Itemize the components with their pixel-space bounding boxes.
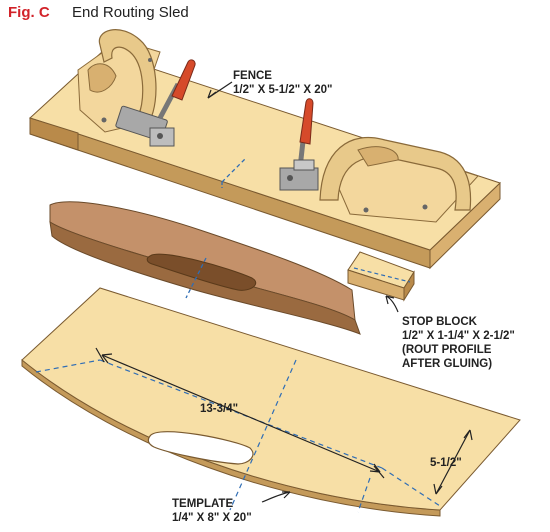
dim-length-label: 13-3/4" <box>200 403 238 415</box>
figure-name: End Routing Sled <box>72 4 189 21</box>
stop-block-label: STOP BLOCK <box>402 316 478 328</box>
template-top <box>21 287 521 511</box>
dim-width-line <box>435 429 471 495</box>
fence-notch <box>29 117 79 151</box>
curved-piece-slot <box>146 253 257 291</box>
right-handle-assembly <box>319 136 479 223</box>
curved-piece <box>49 201 361 335</box>
stop-block <box>347 251 415 302</box>
template-label: TEMPLATE <box>172 498 233 510</box>
dim-length-line <box>101 354 381 473</box>
stop-block-end <box>403 270 415 302</box>
dimension-lines <box>95 81 473 503</box>
left-clamp-handle <box>171 59 196 101</box>
fence-dims: 1/2" X 5-1/2" X 20" <box>233 84 332 96</box>
dim-width-label: 5-1/2" <box>430 457 462 469</box>
template-board <box>21 287 521 517</box>
figure-label: Fig. C <box>8 4 50 21</box>
template-slot <box>147 431 254 465</box>
stop-block-note-1: (ROUT PROFILE <box>402 344 492 356</box>
template-dims: 1/4" X 8" X 20" <box>172 512 252 524</box>
fence-label: FENCE <box>233 70 272 82</box>
left-handle-assembly <box>77 29 161 133</box>
labels: FENCE 1/2" X 5-1/2" X 20" STOP BLOCK 1/2… <box>172 70 515 524</box>
stop-block-dims: 1/2" X 1-1/4" X 2-1/2" <box>402 330 515 342</box>
stop-block-note-2: AFTER GLUING) <box>402 358 492 370</box>
right-toggle-clamp <box>279 98 319 191</box>
right-clamp-handle <box>299 98 314 145</box>
fence-centerline <box>221 157 247 183</box>
left-toggle-clamp <box>115 59 196 147</box>
